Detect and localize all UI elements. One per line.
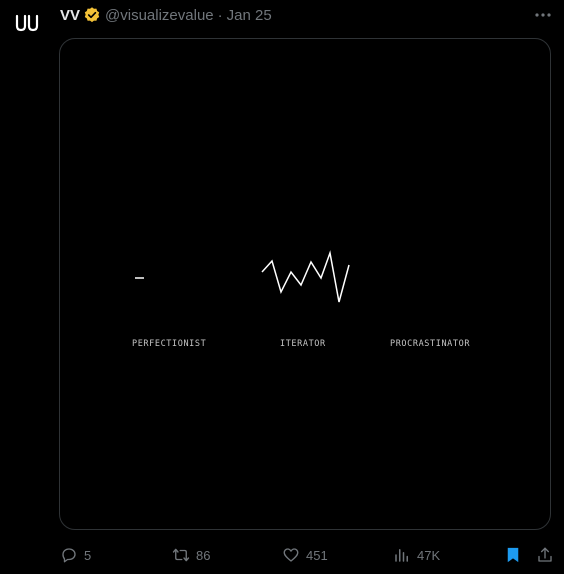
like-button[interactable]: 451	[282, 544, 328, 566]
views-count: 47K	[417, 547, 441, 563]
like-count: 451	[306, 547, 328, 563]
tweet-header: VV @visualizevalue · Jan 25	[60, 5, 272, 25]
share-button[interactable]	[536, 544, 560, 566]
reply-icon	[62, 548, 76, 563]
label-perfectionist: PERFECTIONIST	[132, 339, 207, 349]
repost-count: 86	[196, 547, 211, 563]
reply-count: 5	[84, 547, 92, 563]
views-icon	[395, 549, 408, 562]
repost-button[interactable]: 86	[172, 544, 210, 566]
repost-icon	[172, 548, 190, 562]
author-handle[interactable]: @visualizevalue	[105, 6, 214, 24]
iterator-zigzag	[261, 250, 350, 303]
media-illustration	[135, 250, 350, 303]
bookmark-button[interactable]	[504, 544, 528, 566]
label-procrastinator: PROCRASTINATOR	[390, 339, 471, 349]
tweet-date[interactable]: Jan 25	[226, 6, 272, 24]
heart-icon	[283, 548, 299, 562]
bookmark-icon	[507, 547, 519, 563]
label-iterator: ITERATOR	[280, 339, 326, 349]
tweet-media[interactable]: PERFECTIONIST ITERATOR PROCRASTINATOR	[59, 38, 551, 530]
separator-dot: ·	[217, 6, 223, 24]
reply-button[interactable]: 5	[60, 544, 91, 566]
verified-badge-icon	[84, 7, 100, 23]
more-icon[interactable]	[533, 8, 553, 22]
share-icon	[538, 547, 552, 562]
action-bar: 5 86 451 47K	[0, 544, 564, 566]
avatar[interactable]	[14, 14, 40, 32]
views-button[interactable]: 47K	[393, 544, 440, 566]
author-name[interactable]: VV	[60, 6, 81, 24]
